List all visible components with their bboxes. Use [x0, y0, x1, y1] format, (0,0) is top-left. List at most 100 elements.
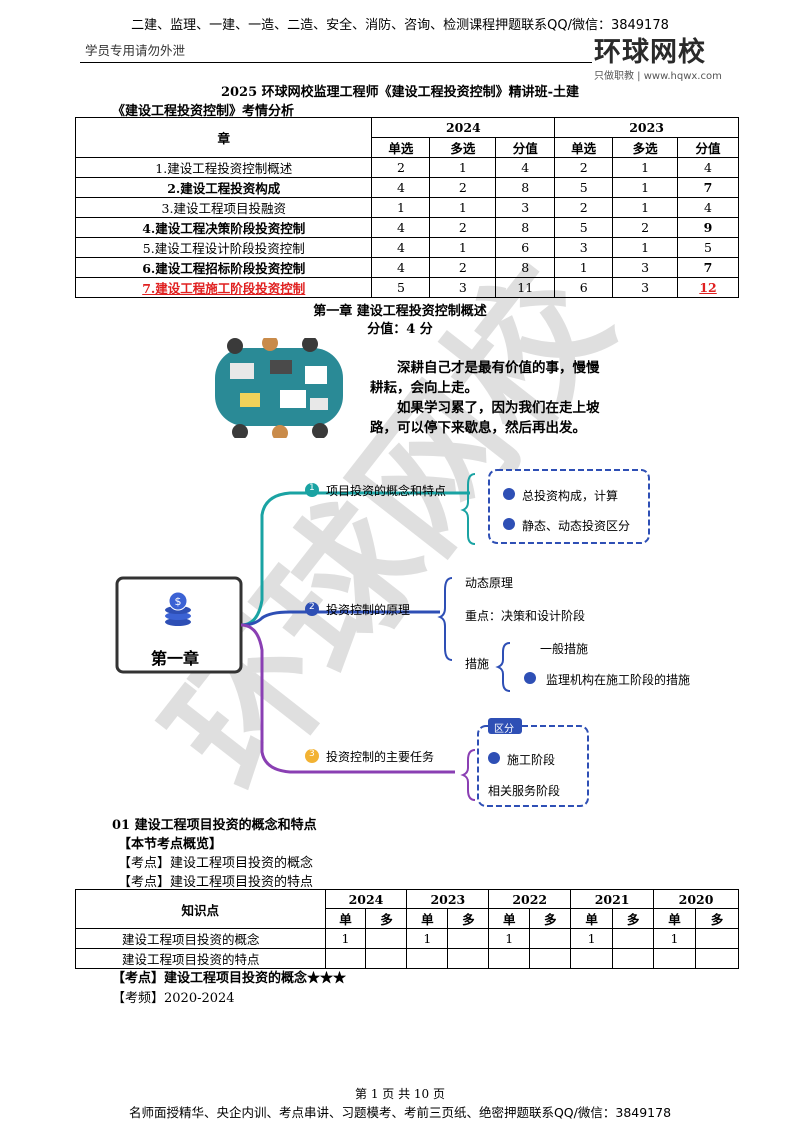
kp-subcol: 单	[324, 908, 367, 929]
kp-year: 2023	[406, 889, 490, 909]
table-cell: 1	[612, 197, 679, 218]
table-cell: 3	[612, 257, 679, 278]
kp-subcol: 多	[612, 908, 655, 929]
table-cell: 4	[495, 157, 556, 178]
kp-subcol: 多	[694, 908, 740, 929]
quote-paragraph: 如果学习累了，因为我们在走上坡路，可以停下来歇息，然后再出发。	[370, 400, 600, 436]
kp-subcol: 多	[447, 908, 490, 929]
table-cell: 1	[554, 257, 614, 278]
chapter-score: 分值：4 分	[367, 322, 433, 337]
table-cell	[447, 928, 490, 949]
table-cell	[529, 948, 572, 969]
table-cell: 1	[371, 197, 431, 218]
chapter-name: 7.建设工程施工阶段投资控制	[74, 277, 373, 298]
kp-subcol: 单	[570, 908, 614, 929]
table-cell: 1	[653, 928, 696, 949]
kp-subcol: 单	[653, 908, 696, 929]
year-header: 2023	[554, 117, 739, 138]
table-cell: 5	[371, 277, 431, 298]
star-bullet-icon	[488, 752, 500, 764]
table-cell: 4	[677, 197, 739, 218]
kp-table: 知识点 2024 2023 2022 2021 2020 单多单多单多单多单多 …	[75, 889, 740, 969]
kp-subcol: 单	[488, 908, 531, 929]
number-badge	[305, 602, 319, 616]
chapter-title: 第一章 建设工程投资控制概述	[313, 304, 487, 319]
table-cell: 7	[677, 257, 739, 278]
analysis-table: 章 2024 2023 单选 多选 分值 单选 多选 分值 1.建设工程投资控制…	[74, 117, 739, 298]
table-cell: 9	[677, 217, 739, 238]
kp-frequency: 【考频】2020-2024	[112, 991, 235, 1006]
number-badge	[305, 749, 319, 763]
number-badge	[305, 483, 319, 497]
branch-2-item: 重点：决策和设计阶段	[465, 609, 586, 623]
branch-3-item: 相关服务阶段	[488, 784, 561, 798]
branch-3-tag: 区分	[494, 724, 514, 735]
table-cell	[324, 948, 367, 969]
chapter-name: 4.建设工程决策阶段投资控制	[74, 217, 373, 238]
table-cell: 12	[677, 277, 739, 298]
table-cell: 4	[371, 217, 431, 238]
mindmap: $	[115, 469, 650, 807]
table-cell	[529, 928, 572, 949]
table-cell	[447, 948, 490, 969]
table-cell: 2	[612, 217, 679, 238]
doc-title: 2025 环球网校监理工程师《建设工程投资控制》精讲班-土建	[220, 85, 580, 100]
table-cell: 3	[554, 237, 614, 258]
table-cell: 6	[495, 237, 556, 258]
branch-3-item: 施工阶段	[507, 753, 556, 767]
table-cell: 2	[429, 217, 497, 238]
table-cell: 1	[612, 237, 679, 258]
mindmap-root-label: 第一章	[151, 649, 200, 668]
year-header: 2024	[371, 117, 556, 138]
kp-heading: 【考点】建设工程项目投资的概念★★★	[112, 971, 347, 986]
badge-number: 3	[309, 749, 315, 759]
table-cell: 1	[429, 157, 497, 178]
table-cell: 8	[495, 217, 556, 238]
chapter-name: 2.建设工程投资构成	[74, 177, 373, 198]
header-left-text: 学员专用请勿外泄	[85, 43, 186, 58]
table-cell	[488, 948, 531, 969]
table-cell	[694, 928, 740, 949]
subcol: 多选	[429, 137, 497, 158]
subcol: 分值	[677, 137, 739, 158]
table-cell: 1	[612, 157, 679, 178]
kp-header: 知识点	[75, 889, 326, 929]
table-cell: 4	[371, 237, 431, 258]
table-cell: 2	[371, 157, 431, 178]
branch-2-label: 投资控制的原理	[326, 603, 411, 617]
subcol: 单选	[554, 137, 614, 158]
chapter-name: 5.建设工程设计阶段投资控制	[74, 237, 373, 258]
table-cell: 3	[612, 277, 679, 298]
kp-subcol: 多	[529, 908, 572, 929]
meeting-illustration	[215, 338, 343, 438]
branch-1-item: 静态、动态投资区分	[522, 519, 631, 533]
table-cell	[612, 948, 655, 969]
subcol: 单选	[371, 137, 431, 158]
header-divider	[80, 62, 592, 63]
motivational-quote: 深耕自己才是最有价值的事，慢慢耕耘，会向上走。 如果学习累了，因为我们在走上坡路…	[370, 358, 602, 438]
branch-2-item: 动态原理	[465, 576, 514, 590]
section-heading: 01 建设工程项目投资的概念和特点	[112, 818, 317, 833]
quote-paragraph: 深耕自己才是最有价值的事，慢慢耕耘，会向上走。	[370, 360, 600, 396]
table-cell: 3	[429, 277, 497, 298]
table-cell: 2	[554, 197, 614, 218]
header-top-text: 二建、监理、一建、一造、二造、安全、消防、咨询、检测课程押题联系QQ/微信：38…	[131, 18, 669, 33]
table-cell	[653, 948, 696, 969]
analysis-title: 《建设工程投资控制》考情分析	[112, 104, 295, 119]
table-cell	[365, 928, 408, 949]
table-cell: 4	[371, 177, 431, 198]
kp-subcol: 单	[406, 908, 449, 929]
chapter-name: 1.建设工程投资控制概述	[74, 157, 373, 178]
star-bullet-icon	[503, 488, 515, 500]
table-cell	[612, 928, 655, 949]
logo-main: 环球网校	[594, 37, 706, 68]
table-cell: 8	[495, 177, 556, 198]
mindmap-box-1	[488, 469, 650, 544]
